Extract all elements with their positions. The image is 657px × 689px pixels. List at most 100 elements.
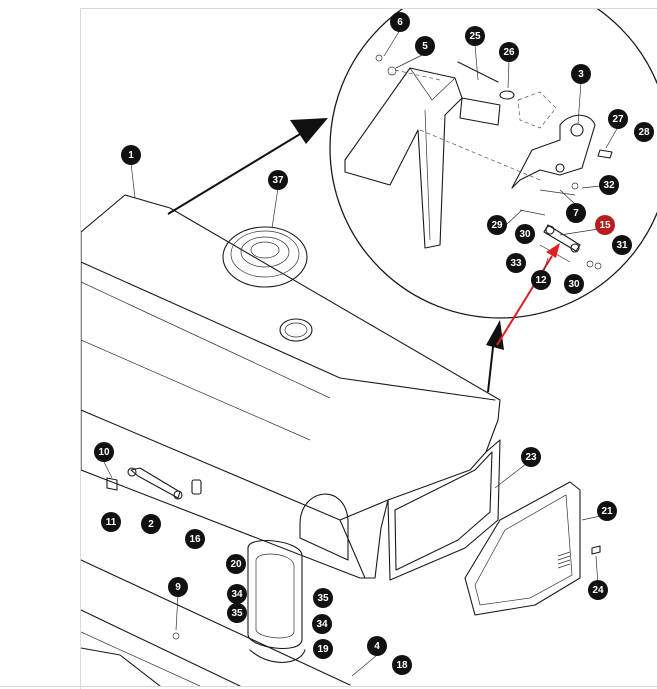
callout-21: 21 <box>597 501 617 521</box>
frame-bottom-border <box>0 686 657 687</box>
callout-number: 35 <box>231 608 243 619</box>
callout-10: 10 <box>94 442 114 462</box>
callout-number: 32 <box>603 180 615 191</box>
callout-badge <box>185 529 205 549</box>
callout-11: 11 <box>101 512 121 532</box>
callout-number: 16 <box>189 534 201 545</box>
callout-number: 37 <box>272 175 284 186</box>
callout-18: 18 <box>392 655 412 675</box>
callout-badge <box>415 36 435 56</box>
side-panel <box>464 481 601 616</box>
callout-badge <box>313 588 333 608</box>
callout-badge <box>465 26 485 46</box>
callout-26: 26 <box>499 42 519 62</box>
callout-number: 15 <box>599 220 611 231</box>
callout-badge <box>612 235 632 255</box>
callout-12: 12 <box>531 270 551 290</box>
callout-20: 20 <box>226 554 246 574</box>
callout-27: 27 <box>608 109 628 129</box>
callout-number: 24 <box>592 585 604 596</box>
callout-badge <box>608 109 628 129</box>
callout-badge <box>141 514 161 534</box>
callout-28: 28 <box>634 122 654 142</box>
callout-23: 23 <box>521 447 541 467</box>
callout-badge <box>226 554 246 574</box>
callout-number: 27 <box>612 114 624 125</box>
callout-badge <box>227 603 247 623</box>
callout-number: 2 <box>148 519 154 530</box>
callout-badge <box>121 145 141 165</box>
callout-29: 29 <box>487 215 507 235</box>
callout-badge <box>499 42 519 62</box>
callout-badge <box>313 639 333 659</box>
callout-number: 9 <box>175 582 181 593</box>
callout-badge <box>101 512 121 532</box>
callout-number: 35 <box>317 593 329 604</box>
callout-number: 29 <box>491 220 503 231</box>
callout-number: 5 <box>422 41 428 52</box>
callout-badge <box>599 175 619 195</box>
callout-2: 2 <box>141 514 161 534</box>
callout-number: 18 <box>396 660 408 671</box>
detail-view <box>329 9 657 319</box>
callout-33: 33 <box>506 253 526 273</box>
callout-badge <box>595 215 615 235</box>
callout-badge <box>564 274 584 294</box>
callout-number: 30 <box>519 229 531 240</box>
callout-badge <box>367 636 387 656</box>
callout-37: 37 <box>268 170 288 190</box>
frame-top-border <box>80 8 657 9</box>
callout-number: 23 <box>525 452 537 463</box>
callout-number: 31 <box>616 240 628 251</box>
callout-number: 1 <box>128 150 134 161</box>
callout-number: 20 <box>230 559 242 570</box>
callout-31: 31 <box>612 235 632 255</box>
callout-4: 4 <box>367 636 387 656</box>
callout-badge <box>390 12 410 32</box>
callout-number: 3 <box>578 69 584 80</box>
filler-cap <box>222 226 313 342</box>
callout-6: 6 <box>390 12 410 32</box>
callout-19: 19 <box>313 639 333 659</box>
callout-number: 10 <box>98 447 110 458</box>
callout-badge <box>597 501 617 521</box>
callout-number: 21 <box>601 506 613 517</box>
callout-badge <box>521 447 541 467</box>
callout-badge <box>634 122 654 142</box>
callout-number: 12 <box>535 275 547 286</box>
access-cover <box>247 540 306 663</box>
callout-badge <box>168 577 188 597</box>
callout-3: 3 <box>571 64 591 84</box>
callout-16: 16 <box>185 529 205 549</box>
callout-number: 30 <box>568 279 580 290</box>
callout-number: 6 <box>397 17 403 28</box>
callout-number: 34 <box>316 619 328 630</box>
callout-number: 33 <box>510 258 522 269</box>
callout-25: 25 <box>465 26 485 46</box>
hood-assembly <box>81 194 501 686</box>
callout-badge <box>94 442 114 462</box>
callout-number: 26 <box>503 47 515 58</box>
callout-number: 28 <box>638 127 650 138</box>
callout-34: 34 <box>312 614 332 634</box>
callout-5: 5 <box>415 36 435 56</box>
callout-34: 34 <box>227 584 247 604</box>
callout-30: 30 <box>515 224 535 244</box>
callout-7: 7 <box>566 203 586 223</box>
callout-badge <box>531 270 551 290</box>
callout-badge <box>487 215 507 235</box>
callout-30: 30 <box>564 274 584 294</box>
callout-number: 19 <box>317 644 329 655</box>
callout-number: 4 <box>374 641 380 652</box>
frame-left-border <box>80 8 81 689</box>
callout-1: 1 <box>121 145 141 165</box>
callout-badge <box>312 614 332 634</box>
callout-number: 34 <box>231 589 243 600</box>
callout-badge <box>588 580 608 600</box>
callout-badge <box>515 224 535 244</box>
callout-badge <box>566 203 586 223</box>
callout-number: 25 <box>469 31 481 42</box>
callout-badge <box>268 170 288 190</box>
